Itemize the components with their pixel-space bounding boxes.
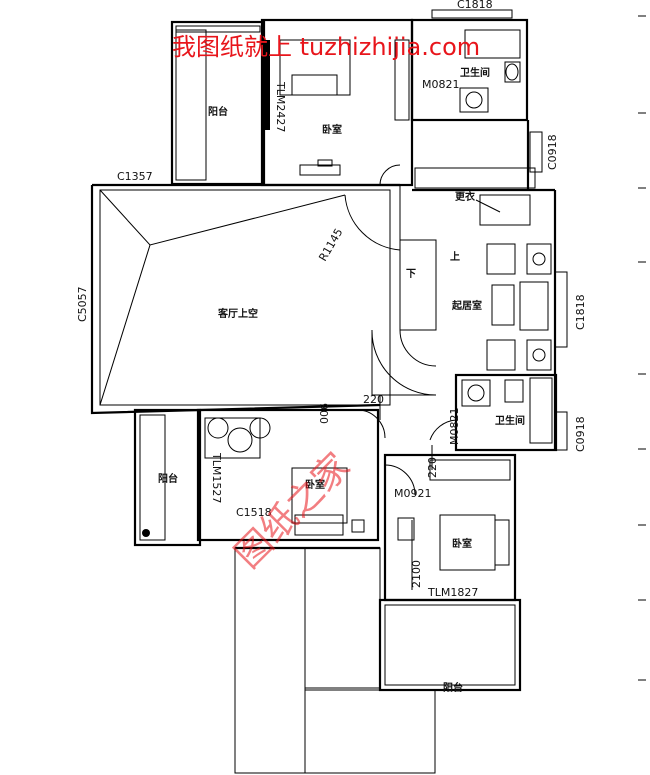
label-dressing: 更衣	[455, 190, 475, 203]
door-tlm1527: TLM1527	[210, 452, 223, 503]
door-tlm2427: TLM2427	[274, 81, 287, 132]
label-bathroom-mid: 卫生间	[495, 414, 525, 427]
dressing-strip	[414, 120, 536, 190]
label-bathroom-top: 卫生间	[460, 66, 490, 79]
bathroom-top	[410, 9, 543, 173]
watermark-site-text: 我图纸就上 tuzhizhijia.com	[172, 33, 480, 61]
arc-door	[344, 164, 401, 251]
label-stair-down: 下	[406, 268, 416, 280]
terrace-paving	[234, 546, 436, 774]
window-c1518: C1518	[236, 506, 272, 519]
door-tlm1827: TLM1827	[427, 586, 478, 599]
door-m0821-upper: M0821	[422, 78, 460, 91]
label-bedroom-top: 卧室	[322, 123, 342, 136]
dimension-2100: 2100	[410, 560, 423, 588]
window-c5057: C5057	[76, 286, 89, 322]
family-room-furniture	[486, 243, 552, 371]
label-balcony-top-left: 阳台	[208, 105, 228, 118]
dimension-900: 900	[317, 403, 330, 424]
label-bedroom-bottom-right: 卧室	[452, 537, 472, 550]
window-c0918-upper: C0918	[546, 134, 559, 170]
balcony-bottom	[378, 598, 522, 692]
label-bedroom-mid: 卧室	[305, 478, 325, 491]
window-c1818-right: C1818	[574, 294, 587, 330]
bedroom-bottom-right	[383, 453, 517, 602]
window-c1357: C1357	[117, 170, 153, 183]
dimension-220-b: 220	[426, 457, 439, 478]
window-c0918-lower: C0918	[574, 416, 587, 452]
door-r1145: R1145	[316, 226, 345, 263]
label-living-void: 客厅上空	[217, 307, 258, 320]
stair	[371, 194, 531, 396]
label-balcony-bottom: 阳台	[443, 681, 463, 694]
right-axis-ticks	[638, 15, 646, 681]
label-balcony-left: 阳台	[158, 472, 178, 485]
window-c1818-top: C1818	[457, 0, 493, 11]
bathroom-mid	[429, 373, 558, 452]
label-family-room: 起居室	[451, 299, 482, 312]
bedroom-mid	[196, 408, 386, 542]
label-stair-up: 上	[450, 250, 460, 263]
balcony-left	[133, 408, 202, 547]
door-m0821-lower: M0821	[448, 408, 461, 446]
dimension-marks	[379, 395, 433, 590]
dimension-220-a: 220	[363, 393, 384, 406]
door-m0921: M0921	[394, 487, 432, 500]
